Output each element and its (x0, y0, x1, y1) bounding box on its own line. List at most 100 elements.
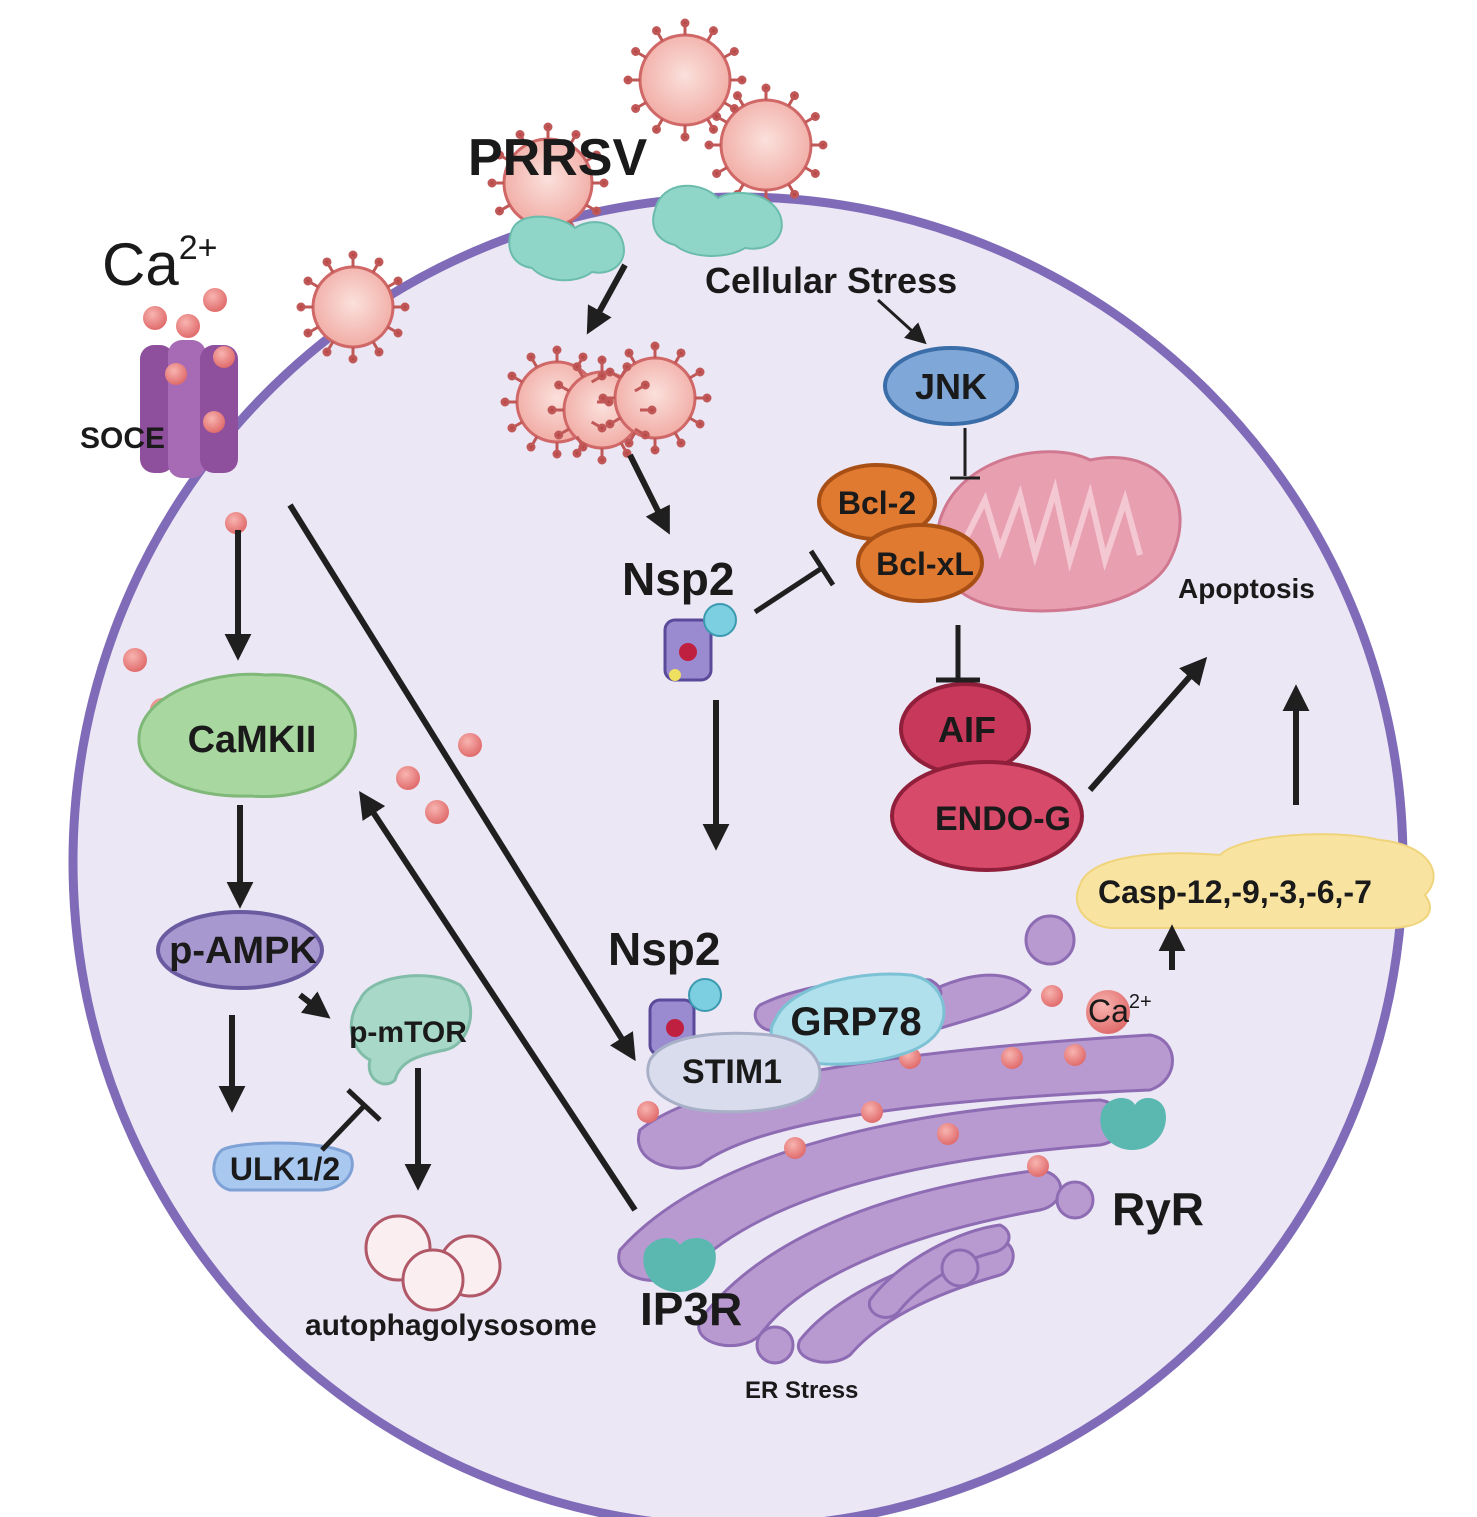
virus-spike-tip (737, 75, 747, 85)
caspase-cloud (1075, 833, 1435, 930)
pmtor-node (349, 974, 473, 1086)
nsp2-er-protein-icon (648, 978, 722, 1057)
arrow-stress-to-jnk (876, 298, 927, 345)
apoptosis-label: Apoptosis (1178, 573, 1315, 604)
virus-spike-tip (526, 442, 536, 452)
virus-spike-tip (631, 104, 641, 113)
virus-spike-tip (495, 150, 505, 160)
virus-spike-tip (322, 257, 332, 267)
soce-channel (140, 340, 238, 478)
virus-spike-tip (704, 140, 714, 150)
ip3r-channel-icon (643, 1238, 716, 1292)
receptor-proteins (508, 184, 783, 282)
virus-spike-tip (296, 302, 306, 312)
virus-spike-tip (500, 397, 510, 407)
virus-spike-tip (624, 438, 634, 448)
virus-spike-tip (702, 393, 712, 403)
stim1-label: STIM1 (682, 1053, 782, 1091)
virus-spike-tip (680, 18, 690, 28)
virus-spike-tip (599, 178, 609, 188)
virus-spike-tip (733, 91, 742, 101)
arrow-receptor-to-virus (586, 263, 628, 335)
soce-label: SOCE (80, 422, 165, 455)
extracellular-ca-ions (143, 288, 227, 338)
virus-spike-tip (676, 348, 686, 358)
virus-spike-tip (591, 206, 601, 216)
ip3r-label: IP3R (640, 1283, 742, 1335)
arrow-ip3r-to-camkii (359, 790, 638, 1212)
virus-spike-tip (761, 83, 771, 93)
virus-spike-tip (622, 362, 632, 372)
casp-label: Casp-12,-9,-3,-6,-7 (1098, 874, 1372, 910)
virus-spike-tip (515, 130, 525, 140)
autophagolysosome-icon (364, 1214, 502, 1312)
bcl2-label: Bcl-2 (838, 485, 916, 521)
pmtor-label: p-mTOR (349, 1016, 467, 1049)
virus-spike-tip (709, 26, 718, 36)
ulk-node (212, 1141, 354, 1192)
pathway-arrows (218, 263, 1310, 1212)
virus-spike-tip (322, 347, 332, 357)
virus-spike-tip (547, 405, 557, 415)
arrow-pampk-to-pmtor (298, 991, 331, 1019)
virus-spike-tip (605, 419, 615, 429)
pampk-label: p-AMPK (169, 930, 317, 972)
virus-spike-tip (487, 178, 497, 188)
aif-label: AIF (938, 709, 996, 750)
virus-spike-tip (526, 352, 536, 362)
bclxl-label: Bcl-xL (876, 546, 974, 582)
virus-spike-tip (303, 276, 313, 286)
virus-spike-tip (709, 124, 718, 134)
virus-icon (719, 98, 813, 192)
er-ca-ions (637, 985, 1086, 1177)
virus-spike-tip (348, 250, 358, 260)
arrow-soce-to-stim1 (287, 503, 636, 1062)
ulk-label: ULK1/2 (230, 1151, 340, 1187)
ryr-label: RyR (1112, 1183, 1204, 1235)
virus-spike-tip (622, 448, 632, 458)
ryr-channel-icon (1100, 1098, 1166, 1150)
arrow-endog-to-apoptosis (1087, 656, 1208, 792)
virus-spike-tip (591, 150, 601, 160)
endog-node (890, 760, 1084, 872)
virus-spike-tip (348, 354, 358, 364)
pampk-node (156, 910, 324, 990)
grp78-label: GRP78 (790, 1000, 921, 1044)
camkii-node (137, 672, 357, 799)
virus-spike-tip (676, 438, 686, 448)
virus-spike-tip (597, 371, 607, 381)
virus-spike-tip (572, 362, 582, 372)
virus-spike-tip (790, 189, 799, 199)
virus-spike-tip (598, 393, 608, 403)
virus-spike-tip (695, 419, 705, 429)
virus-spike-tip (790, 91, 799, 101)
virus-spike-tip (597, 355, 607, 365)
virus-spike-tip (495, 206, 505, 216)
virus-spike-tip (624, 348, 634, 358)
jnk-label: JNK (915, 366, 987, 407)
virus-spike-tip (623, 75, 633, 85)
virus-spike-tip (393, 276, 403, 286)
camkii-label: CaMKII (188, 719, 317, 761)
virus-spike-tip (712, 112, 722, 121)
virus-spike-tip (650, 341, 660, 351)
virus-spike-tip (393, 328, 403, 338)
virus-spike-tip (303, 328, 313, 338)
er-ca-release-ion (1086, 990, 1130, 1034)
virus-spike-tip (810, 169, 820, 178)
er-ca-label: Ca2+ (1088, 991, 1152, 1029)
virus-spike-tip (810, 112, 820, 121)
virus-spike-tip (578, 352, 588, 362)
virus-spike-tip (712, 169, 722, 178)
er-stress-label: ER Stress (745, 1377, 858, 1404)
virus-spike-tip (543, 122, 553, 132)
nsp2-protein-icon (663, 603, 737, 682)
virus-spike-tip (572, 448, 582, 458)
virus-spike-tip (552, 449, 562, 459)
mitochondrion-icon (935, 450, 1182, 613)
inhibition-lines (320, 428, 980, 1152)
virus-spike-tip (695, 367, 705, 377)
virus-spike-tip (818, 140, 828, 150)
prrsv-label: PRRSV (468, 129, 647, 187)
